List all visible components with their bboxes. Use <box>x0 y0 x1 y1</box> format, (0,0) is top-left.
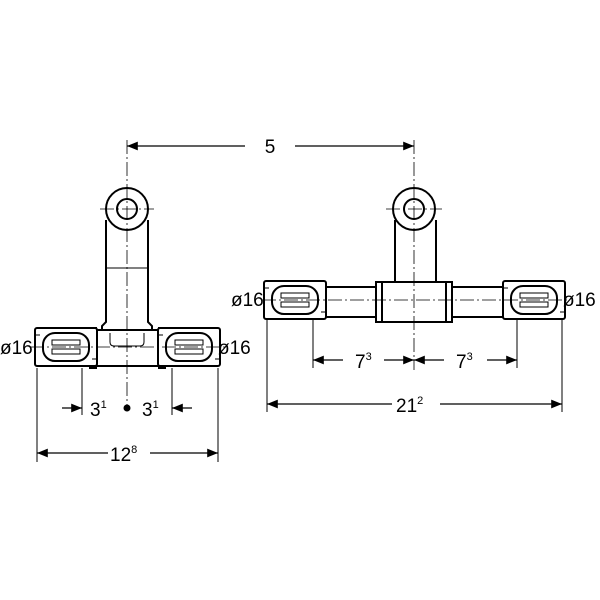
dimension-label: 73 <box>456 351 473 373</box>
right-tee-fitting <box>262 140 568 370</box>
dimension-label: 73 <box>355 351 372 373</box>
diameter-label: ø16 <box>0 338 33 359</box>
diameter-label: ø16 <box>218 338 251 359</box>
dimension-label: 212 <box>396 395 423 417</box>
dimension-label: 31 <box>142 399 159 421</box>
dimension-overall-right: 212 <box>267 395 562 417</box>
left-tee-fitting <box>30 140 225 410</box>
dimension-label: 5 <box>265 137 276 158</box>
diameter-label: ø16 <box>563 290 596 311</box>
dimension-center-distance: 5 <box>127 137 414 158</box>
dimension-label: 31 <box>90 399 107 421</box>
dimension-label: 128 <box>110 444 137 466</box>
dimension-half-lengths: 73 73 <box>313 351 517 373</box>
diameter-label: ø16 <box>231 290 264 311</box>
dimension-overall-left: 128 <box>37 444 218 466</box>
dimension-offset: 31 31 <box>62 399 192 421</box>
